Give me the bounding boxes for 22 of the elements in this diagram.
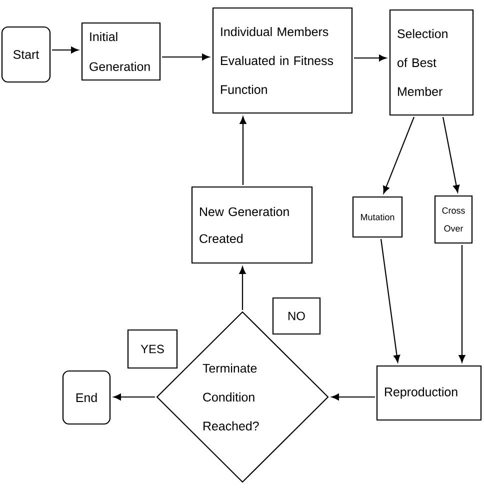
terminal-box: Start — [1, 26, 51, 83]
process-box: Reproduction — [376, 365, 482, 421]
process-box: Individual Members Evaluated in Fitness Function — [212, 7, 353, 114]
label-box: YES — [127, 329, 178, 369]
process-box: New Generation Created — [191, 186, 313, 264]
process-box: Initial Generation — [81, 22, 161, 81]
process-box: Selection of Best Member — [389, 9, 474, 116]
arrow — [380, 238, 400, 363]
arrow — [240, 116, 246, 185]
arrow — [332, 394, 375, 400]
label-box: NO — [272, 297, 321, 335]
arrow — [162, 54, 210, 60]
arrow — [354, 54, 386, 62]
process-box: Cross Over — [434, 195, 473, 244]
terminal-box: End — [62, 370, 111, 425]
arrow — [52, 46, 78, 54]
arrow — [239, 266, 246, 310]
arrow — [458, 245, 466, 362]
arrow — [383, 116, 414, 194]
arrow — [442, 116, 460, 193]
arrow — [114, 394, 155, 400]
process-box: Mutation — [352, 196, 403, 238]
